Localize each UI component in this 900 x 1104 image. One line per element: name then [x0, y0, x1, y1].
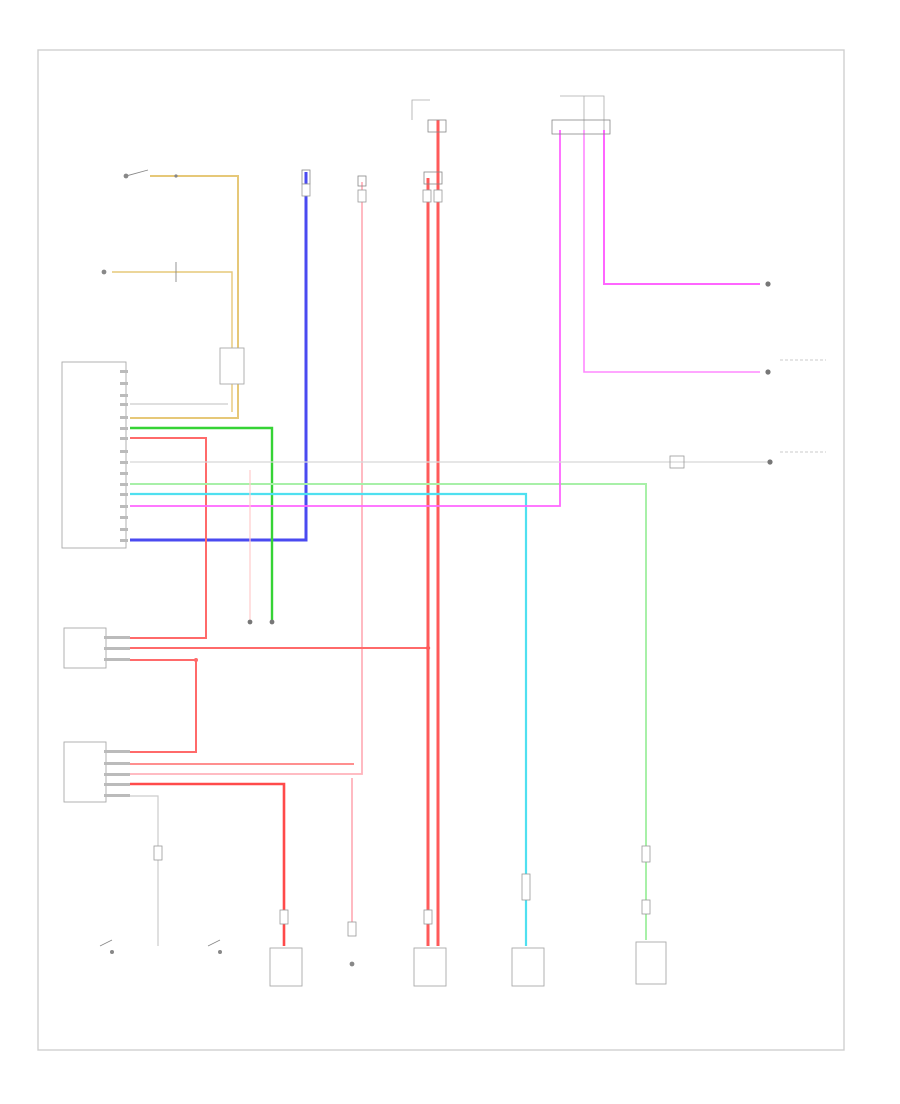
bottom-device-3	[413, 947, 447, 987]
wire-red-left-1	[130, 437, 207, 639]
wire-gray-4	[130, 795, 159, 946]
wire-pink-1	[130, 182, 363, 775]
control-module-box	[61, 361, 127, 549]
wire-blue	[130, 172, 308, 542]
right-connector-3	[669, 455, 773, 469]
wire-magenta-1	[130, 130, 561, 507]
top-switch-1	[123, 169, 178, 179]
wire-layer	[112, 95, 770, 946]
control-module-pins	[120, 370, 128, 542]
bottom-device-2	[349, 961, 355, 967]
wire-gray-5	[411, 99, 430, 120]
wire-red-bottom	[130, 782, 286, 946]
wire-green-2	[130, 483, 647, 940]
wire-magenta-2	[583, 130, 760, 373]
diagram-frame	[37, 49, 845, 1051]
wire-tan-2	[112, 271, 233, 412]
wire-magenta-splice	[560, 95, 605, 130]
top-switch-2	[101, 262, 177, 282]
module-3-box	[63, 741, 107, 803]
connector-marks	[153, 183, 651, 937]
bottom-switch-2	[207, 939, 222, 954]
wire-cyan	[130, 492, 528, 946]
module-2-box	[63, 627, 107, 669]
right-connector-1	[765, 281, 826, 361]
wire-green-1	[130, 426, 274, 620]
bottom-device-1	[269, 947, 303, 987]
right-connector-2	[765, 369, 826, 453]
module-3-pins	[104, 750, 130, 797]
top-fuse-marks	[301, 119, 611, 187]
wire-tan-1	[130, 175, 239, 419]
bottom-switch-1	[99, 939, 114, 954]
wire-red-left-3	[130, 659, 197, 753]
wire-magenta-3	[603, 130, 760, 285]
junction-connector	[219, 347, 245, 385]
bottom-device-5	[635, 941, 667, 985]
splice-dots	[194, 619, 431, 662]
bottom-device-4	[511, 947, 545, 987]
module-2-pins	[104, 636, 130, 661]
